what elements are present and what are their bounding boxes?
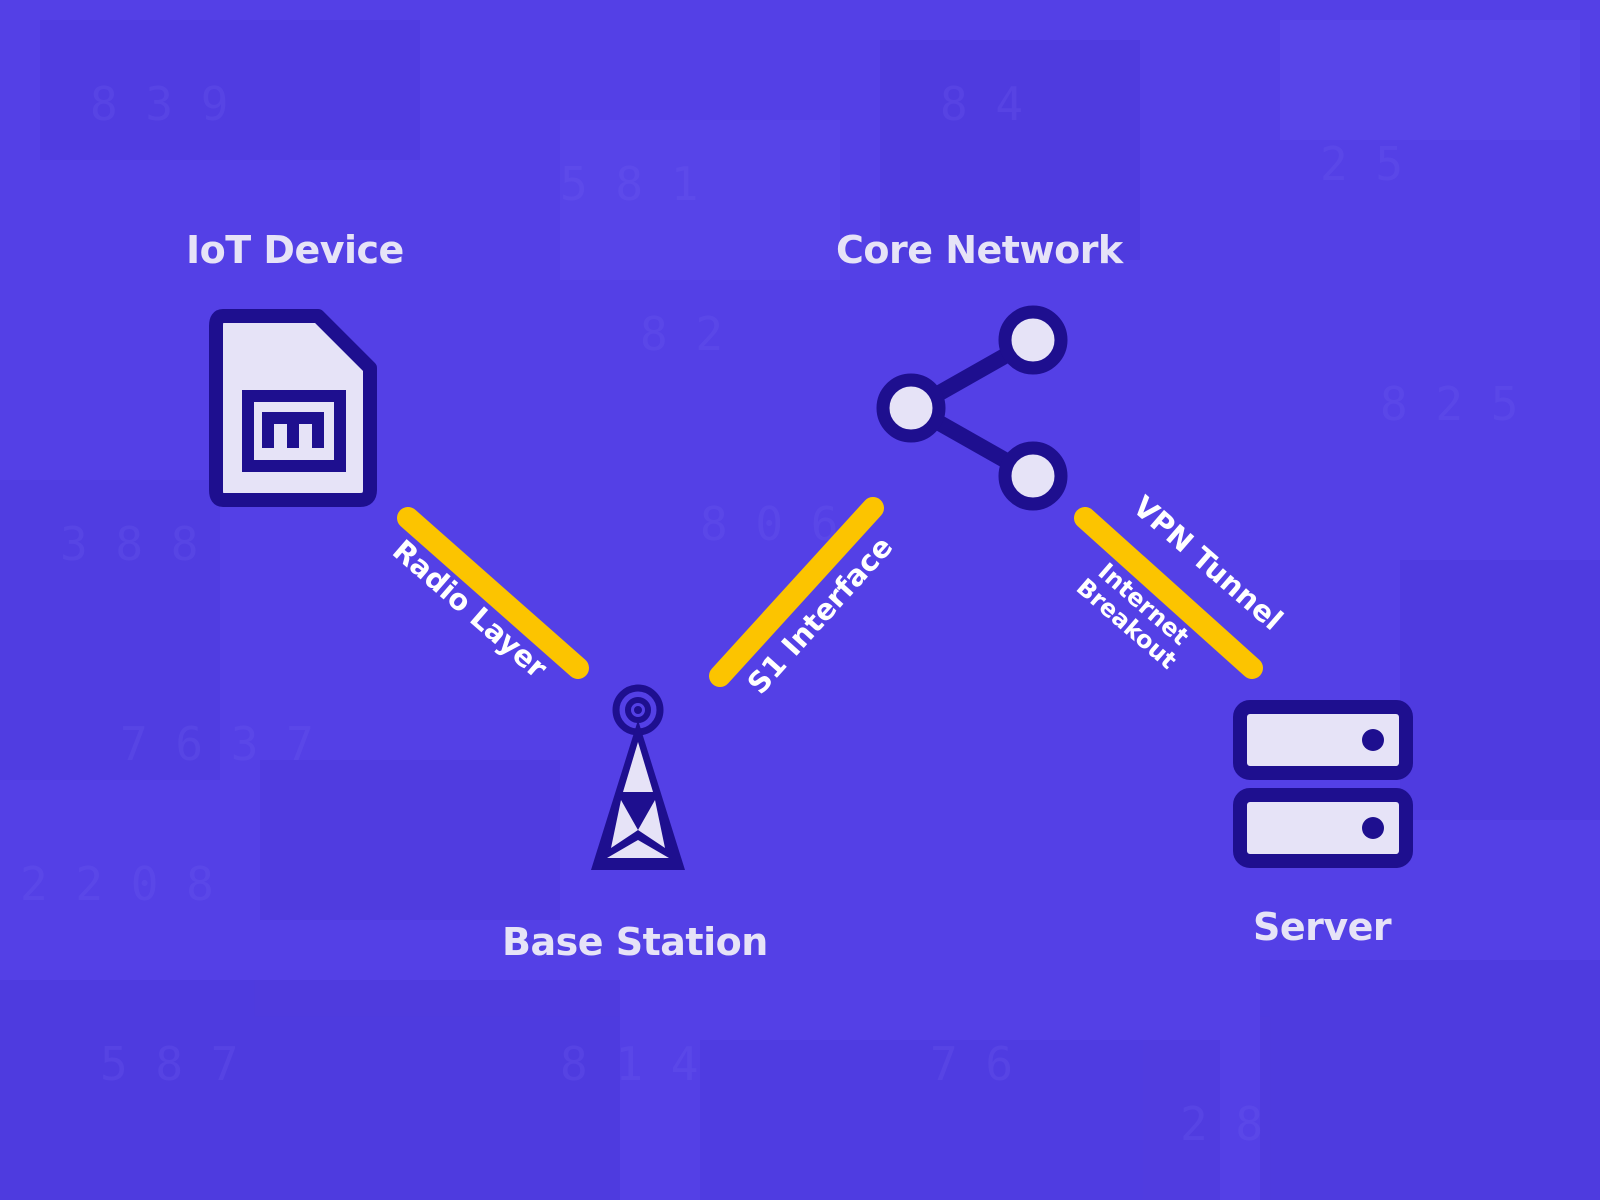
svg-text:7 6: 7 6 — [930, 1037, 1013, 1091]
svg-text:2 8: 2 8 — [1180, 1097, 1263, 1151]
svg-text:8 2 5: 8 2 5 — [1380, 377, 1518, 431]
svg-text:7 6 3 7: 7 6 3 7 — [120, 717, 314, 771]
core-network-title: Core Network — [836, 228, 1123, 272]
cell-tower-icon — [591, 684, 685, 870]
svg-text:8 4: 8 4 — [940, 77, 1023, 131]
svg-text:8 3 9: 8 3 9 — [90, 77, 228, 131]
svg-text:5 8 1: 5 8 1 — [560, 157, 698, 211]
svg-text:2 2 0 8: 2 2 0 8 — [20, 857, 214, 911]
svg-text:5 8 7: 5 8 7 — [100, 1037, 238, 1091]
base-station-title: Base Station — [502, 920, 768, 964]
s1-interface-link — [709, 497, 884, 687]
radio-layer-link — [397, 507, 589, 679]
svg-text:3 8 8: 3 8 8 — [60, 517, 198, 571]
svg-text:2 5: 2 5 — [1320, 137, 1403, 191]
svg-text:8 0 6: 8 0 6 — [700, 497, 838, 551]
iot-device-title: IoT Device — [186, 228, 404, 272]
svg-text:8 2: 8 2 — [640, 307, 723, 361]
vpn-tunnel-link — [1074, 507, 1263, 679]
server-icon — [1233, 700, 1413, 868]
share-network-icon — [876, 305, 1068, 511]
sim-card-icon — [209, 309, 377, 507]
server-title: Server — [1253, 905, 1392, 949]
svg-text:8 1 4: 8 1 4 — [560, 1037, 698, 1091]
